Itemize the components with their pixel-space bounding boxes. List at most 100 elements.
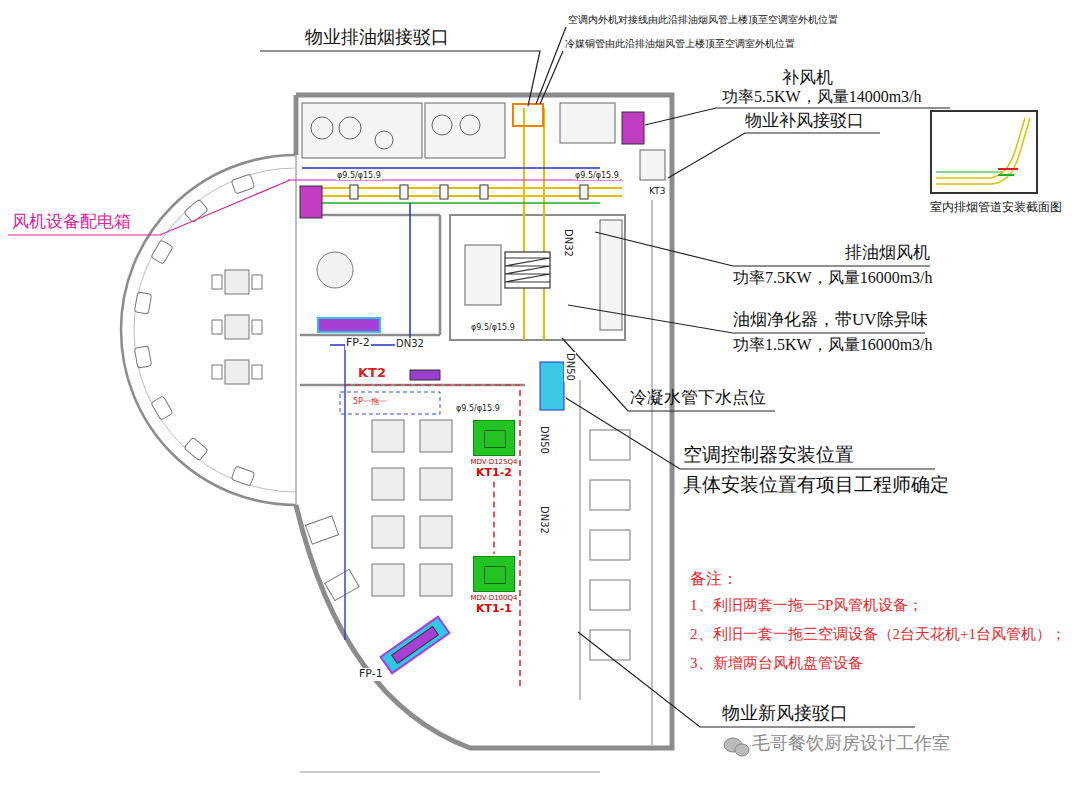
seating xyxy=(420,420,452,452)
plan-tag: DN32 xyxy=(539,505,551,535)
plan-tag: DN32 xyxy=(563,228,575,258)
leader-line xyxy=(668,133,880,178)
seating xyxy=(212,275,222,289)
duct xyxy=(302,202,600,204)
inset-caption: 室内排烟管道安装截面图 xyxy=(930,200,1062,214)
seating xyxy=(184,437,208,461)
duct xyxy=(340,392,440,414)
building-wall xyxy=(121,155,296,505)
cassette-unit xyxy=(473,420,515,456)
annotation-label: 物业排油烟接驳口 xyxy=(305,27,449,48)
building-wall xyxy=(651,200,653,745)
seating xyxy=(231,466,255,486)
duct-section-sketch xyxy=(998,168,1018,170)
annotation-label: 空调内外机对接线由此沿排油烟风管上楼顶至空调室外机位置 xyxy=(568,14,838,26)
building-wall xyxy=(296,95,672,748)
duct xyxy=(345,385,520,386)
model-number: MDV-D125Q4 xyxy=(462,458,526,466)
seating xyxy=(317,252,353,288)
annotation-label: 3、新增两台风机盘管设备 xyxy=(690,655,863,672)
cassette-grille xyxy=(484,430,506,448)
fan-unit xyxy=(392,627,439,664)
seating xyxy=(372,468,404,500)
exhaust-fan-symbol xyxy=(505,252,550,288)
street-line xyxy=(300,772,600,773)
kitchen-equipment xyxy=(302,103,665,330)
seating xyxy=(420,516,452,548)
annotation-label: 冷凝水管下水点位 xyxy=(630,388,766,408)
unit-tag: KT1-1 xyxy=(462,602,526,615)
seating xyxy=(590,530,630,560)
exhaust-fan-symbol xyxy=(505,258,550,282)
model-number: MDV-D100Q4 xyxy=(462,594,526,602)
cassette-unit xyxy=(473,556,515,592)
fan-unit xyxy=(540,362,564,410)
wechat-icon xyxy=(724,738,749,756)
building-wall xyxy=(134,168,296,492)
seating xyxy=(151,396,173,420)
annotation-label: 2、利旧一套一拖三空调设备（2台天花机+1台风管机）； xyxy=(690,626,1066,643)
plan-tag: 5P一拖一 xyxy=(352,397,388,406)
annotation-label: 具体安装位置有项目工程师确定 xyxy=(683,474,949,496)
plan-tag: φ9.5/φ15.9 xyxy=(470,323,516,332)
duct-fitting xyxy=(440,185,448,199)
plan-tag: DN32 xyxy=(395,338,425,350)
fan-unit xyxy=(622,112,644,144)
duct xyxy=(302,168,600,345)
duct-fitting xyxy=(400,185,408,199)
leader-line xyxy=(260,51,540,106)
seating xyxy=(225,270,249,294)
annotation-label: 备注： xyxy=(690,570,738,588)
plan-tag: DN50 xyxy=(565,352,577,382)
seating xyxy=(134,174,630,660)
annotation-label: 空调控制器安装位置 xyxy=(683,444,854,466)
fan-unit xyxy=(318,318,380,332)
plan-tag: KT2 xyxy=(357,366,387,381)
kitchen-equipment xyxy=(640,150,665,180)
annotation-label: 冷媒铜管由此沿排油烟风管上楼顶至空调室外机位置 xyxy=(565,38,795,50)
plan-tag: FP-1 xyxy=(358,668,384,681)
seating xyxy=(231,174,255,194)
duct xyxy=(513,104,543,126)
kitchen-equipment xyxy=(425,103,505,158)
leader-line xyxy=(260,27,950,727)
leader-line xyxy=(578,632,915,727)
seating xyxy=(252,365,262,379)
seating xyxy=(225,360,249,384)
seating xyxy=(134,346,151,368)
seating xyxy=(212,320,222,334)
seating xyxy=(590,630,630,660)
duct-section-sketch xyxy=(936,118,1030,184)
seating xyxy=(420,468,452,500)
exhaust-fan-symbol xyxy=(505,252,550,288)
seating xyxy=(372,516,404,548)
unit-tag: KT1-2 xyxy=(462,466,526,479)
seating xyxy=(590,580,630,610)
fan-unit xyxy=(381,617,450,674)
plan-tag: KT3 xyxy=(648,186,666,196)
seating xyxy=(590,480,630,510)
building-wall xyxy=(300,215,440,335)
fan-unit xyxy=(410,370,440,380)
annotation-label: 物业补风接驳口 xyxy=(745,111,864,131)
annotation-label: 补风机 xyxy=(782,68,833,88)
duct xyxy=(524,108,544,340)
kitchen-equipment xyxy=(311,117,333,139)
duct xyxy=(344,345,346,640)
kitchen-equipment xyxy=(375,131,393,149)
duct xyxy=(288,104,622,690)
plan-tag: φ9.5/φ15.9 xyxy=(455,404,501,413)
annotation-label: 物业新风接驳口 xyxy=(722,703,848,724)
duct-section-sketch xyxy=(936,118,1025,178)
plan-tag: FP-2 xyxy=(345,337,371,350)
building-wall xyxy=(121,95,672,748)
annotation-label: 功率1.5KW，风量16000m3/h xyxy=(733,336,933,354)
seating xyxy=(372,420,404,452)
annotation-label: 排油烟风机 xyxy=(845,243,930,263)
kitchen-equipment xyxy=(465,245,501,305)
wechat-icon xyxy=(735,744,749,756)
kitchen-equipment xyxy=(339,117,361,139)
seating xyxy=(305,516,338,544)
